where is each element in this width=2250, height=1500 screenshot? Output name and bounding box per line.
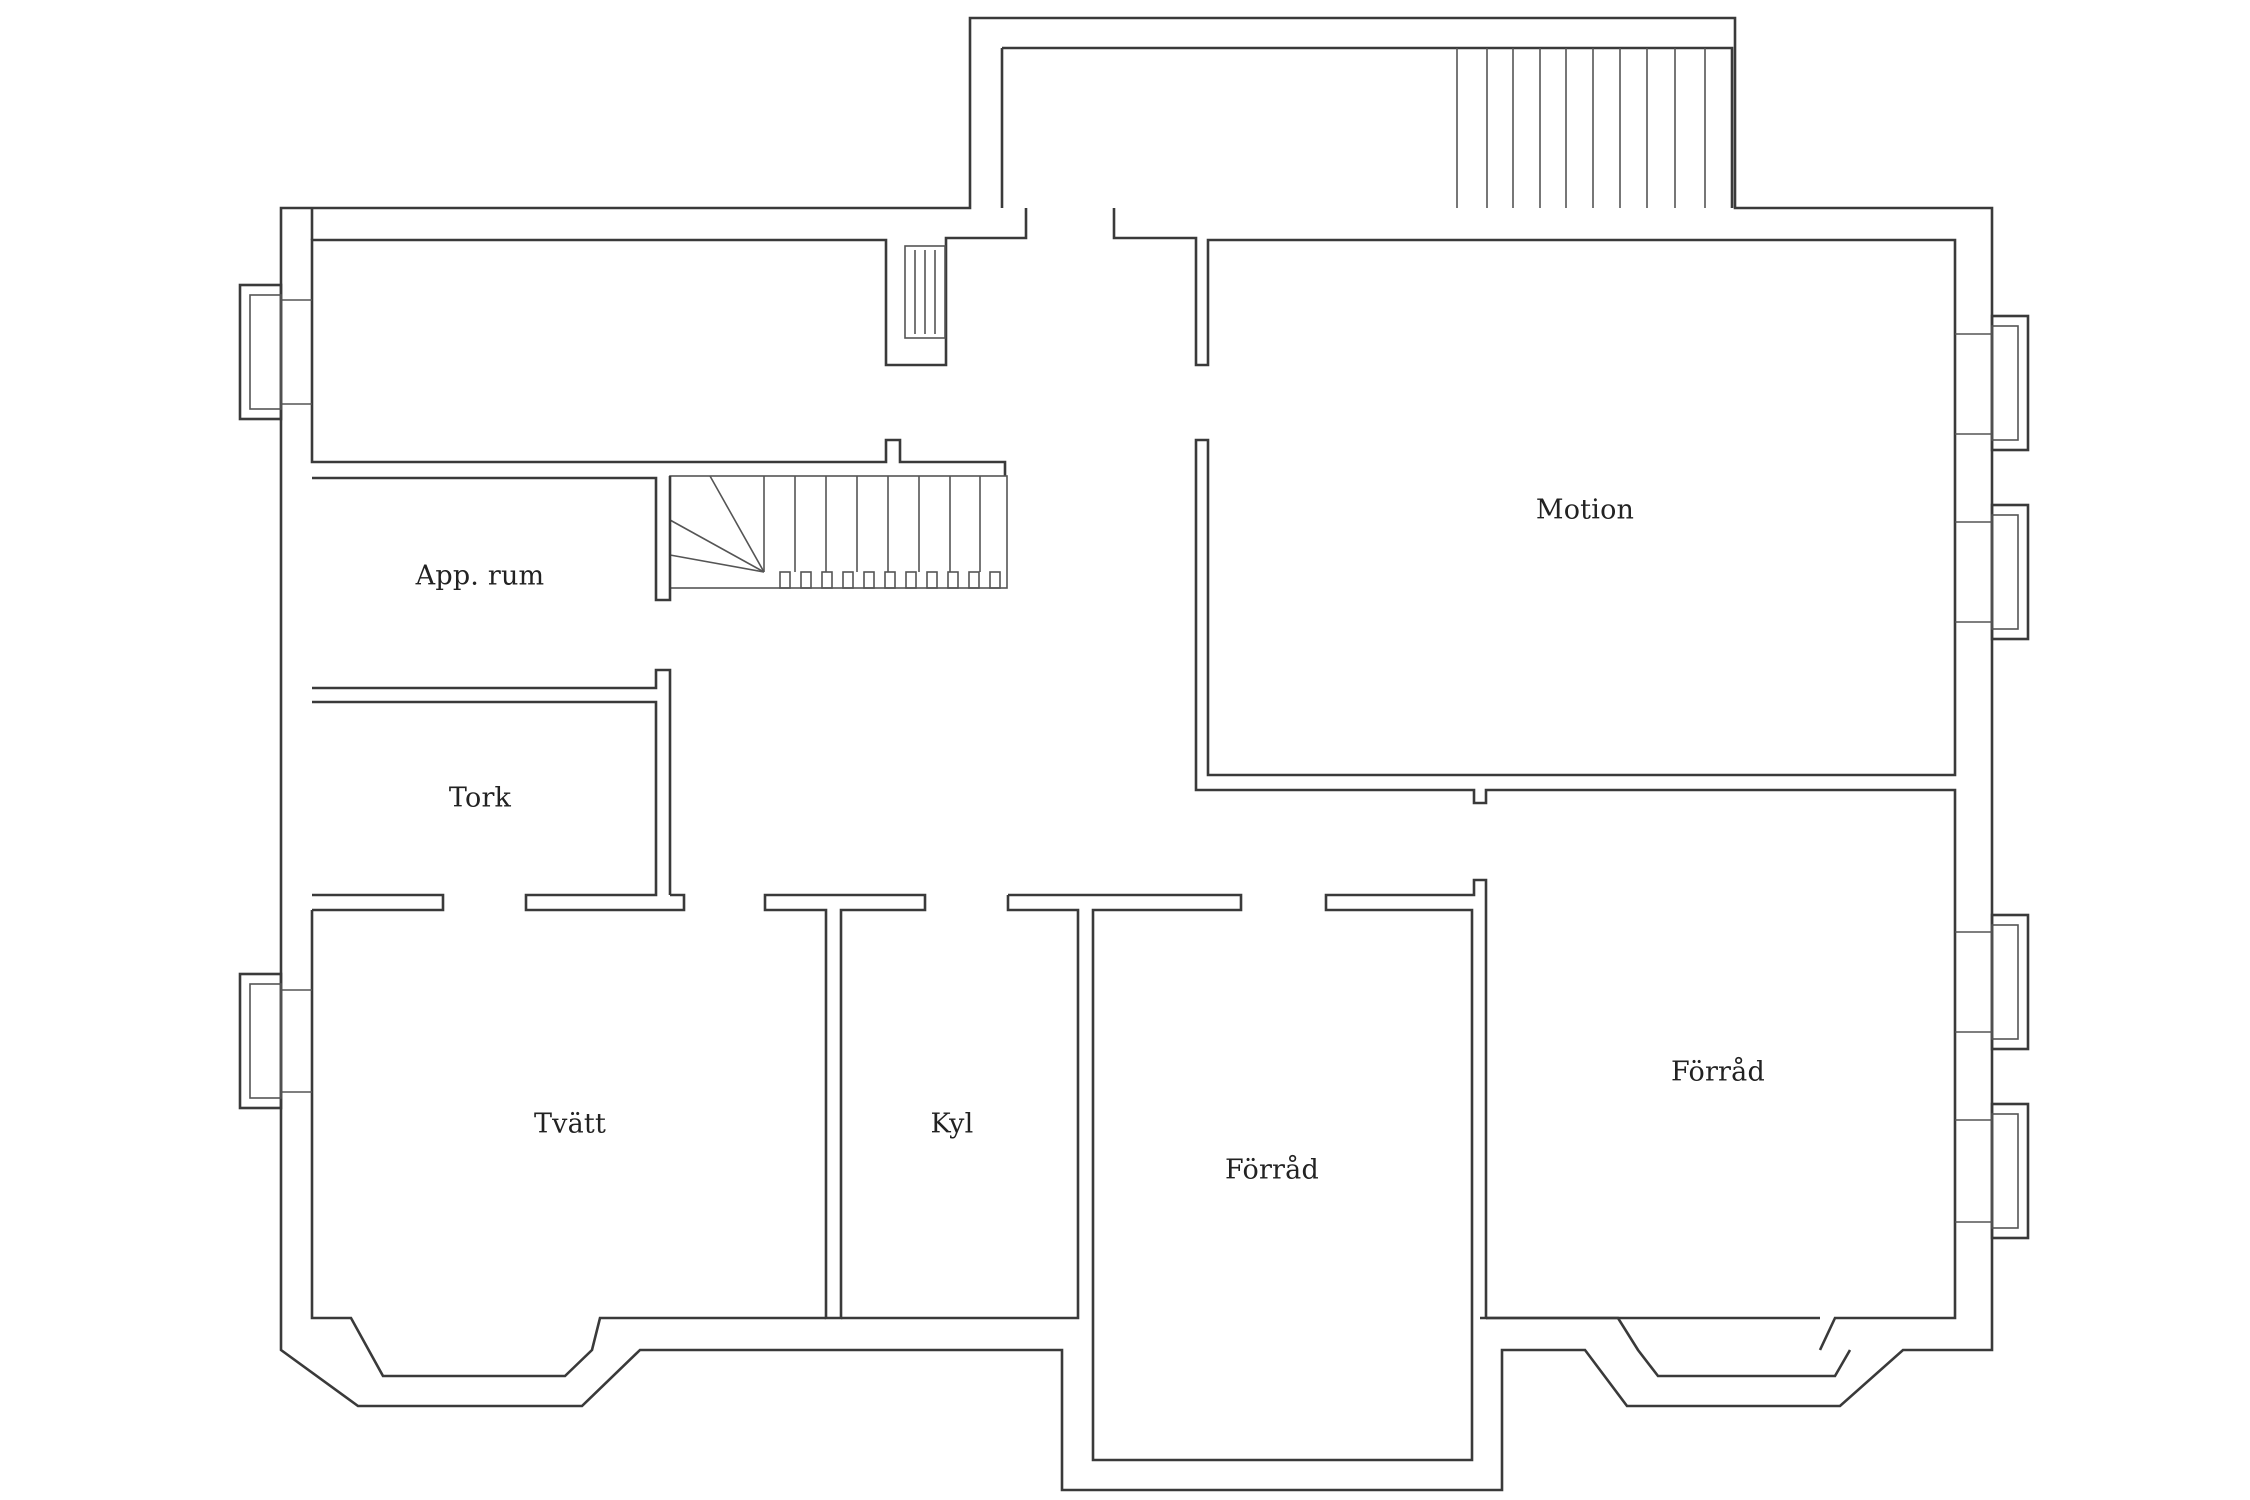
room-label-app-rum: App. rum bbox=[415, 560, 545, 592]
room-label-tvatt: Tvätt bbox=[533, 1108, 607, 1140]
kyl-room-inner bbox=[841, 895, 1080, 1320]
room-label-forrad-right: Förråd bbox=[1671, 1056, 1765, 1088]
inner-wall-outline bbox=[1002, 46, 1734, 208]
interior-stairs bbox=[669, 475, 1008, 589]
vent-grille bbox=[904, 245, 946, 339]
stair-balusters bbox=[779, 571, 1001, 589]
app-rum-room bbox=[312, 476, 672, 602]
corridor-right-entry bbox=[1112, 208, 1957, 1351]
corridor-bottom-walls bbox=[763, 893, 927, 1320]
tork-room bbox=[312, 700, 686, 912]
app-rum-bottom bbox=[312, 668, 672, 895]
room-label-tork: Tork bbox=[448, 782, 512, 814]
window-right-4 bbox=[1955, 1102, 2030, 1240]
upper-left-room bbox=[310, 208, 1028, 476]
room-label-kyl: Kyl bbox=[930, 1108, 974, 1140]
bay-right-inner bbox=[1486, 1316, 1852, 1378]
window-right-3 bbox=[1955, 913, 2030, 1051]
window-right-1 bbox=[1955, 314, 2030, 452]
tork-bottom-left bbox=[312, 893, 445, 912]
room-label-forrad-center: Förråd bbox=[1225, 1154, 1319, 1186]
window-right-2 bbox=[1955, 503, 2030, 641]
room-label-motion: Motion bbox=[1535, 494, 1635, 526]
tvatt-room-inner bbox=[310, 910, 826, 1378]
kyl-wall bbox=[1008, 878, 1488, 1462]
exterior-stairs bbox=[1456, 48, 1706, 208]
window-left-top bbox=[238, 283, 312, 421]
window-left-bottom bbox=[238, 972, 312, 1110]
